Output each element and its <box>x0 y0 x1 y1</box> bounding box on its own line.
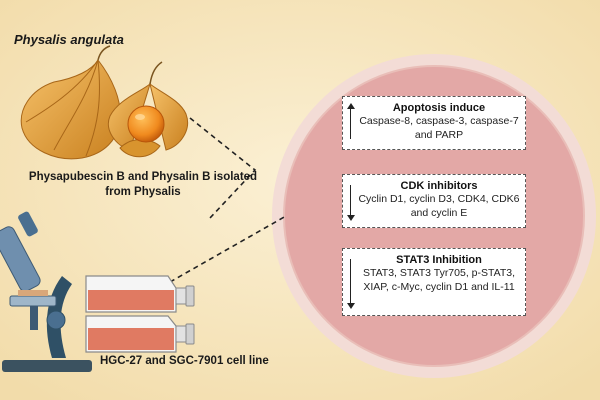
compounds-label: Physapubescin B and Physalin B isolated … <box>28 171 258 198</box>
connector-fruit-to-circle <box>189 117 257 219</box>
physalis-husk-icon <box>20 45 121 160</box>
culture-flasks-icon <box>85 275 195 353</box>
effect-title: STAT3 Inhibition <box>396 254 482 266</box>
down-arrow-icon <box>347 255 355 309</box>
connector-cells-to-circle <box>169 215 287 283</box>
species-label: Physalis angulata <box>14 32 124 47</box>
microscope-icon <box>0 211 92 372</box>
effect-title: Apoptosis induce <box>392 102 486 114</box>
down-arrow-icon <box>347 181 355 221</box>
effect-box-stat3: STAT3 Inhibition STAT3, STAT3 Tyr705, p-… <box>342 248 526 316</box>
effect-box-cdk: CDK inhibitors Cyclin D1, cyclin D3, CDK… <box>342 174 526 228</box>
effect-box-apoptosis: Apoptosis induce Caspase-8, caspase-3, c… <box>342 96 526 150</box>
physalis-fruit-icon <box>108 61 188 158</box>
effect-body: Caspase-8, caspase-3, caspase-7 and PARP <box>359 115 519 141</box>
effect-title: CDK inhibitors <box>400 180 478 192</box>
effect-body: STAT3, STAT3 Tyr705, p-STAT3, XIAP, c-My… <box>362 267 516 293</box>
effect-body: Cyclin D1, cyclin D3, CDK4, CDK6 and cyc… <box>358 193 520 219</box>
cell-line-label: HGC-27 and SGC-7901 cell line <box>100 355 269 367</box>
up-arrow-icon <box>347 103 355 143</box>
